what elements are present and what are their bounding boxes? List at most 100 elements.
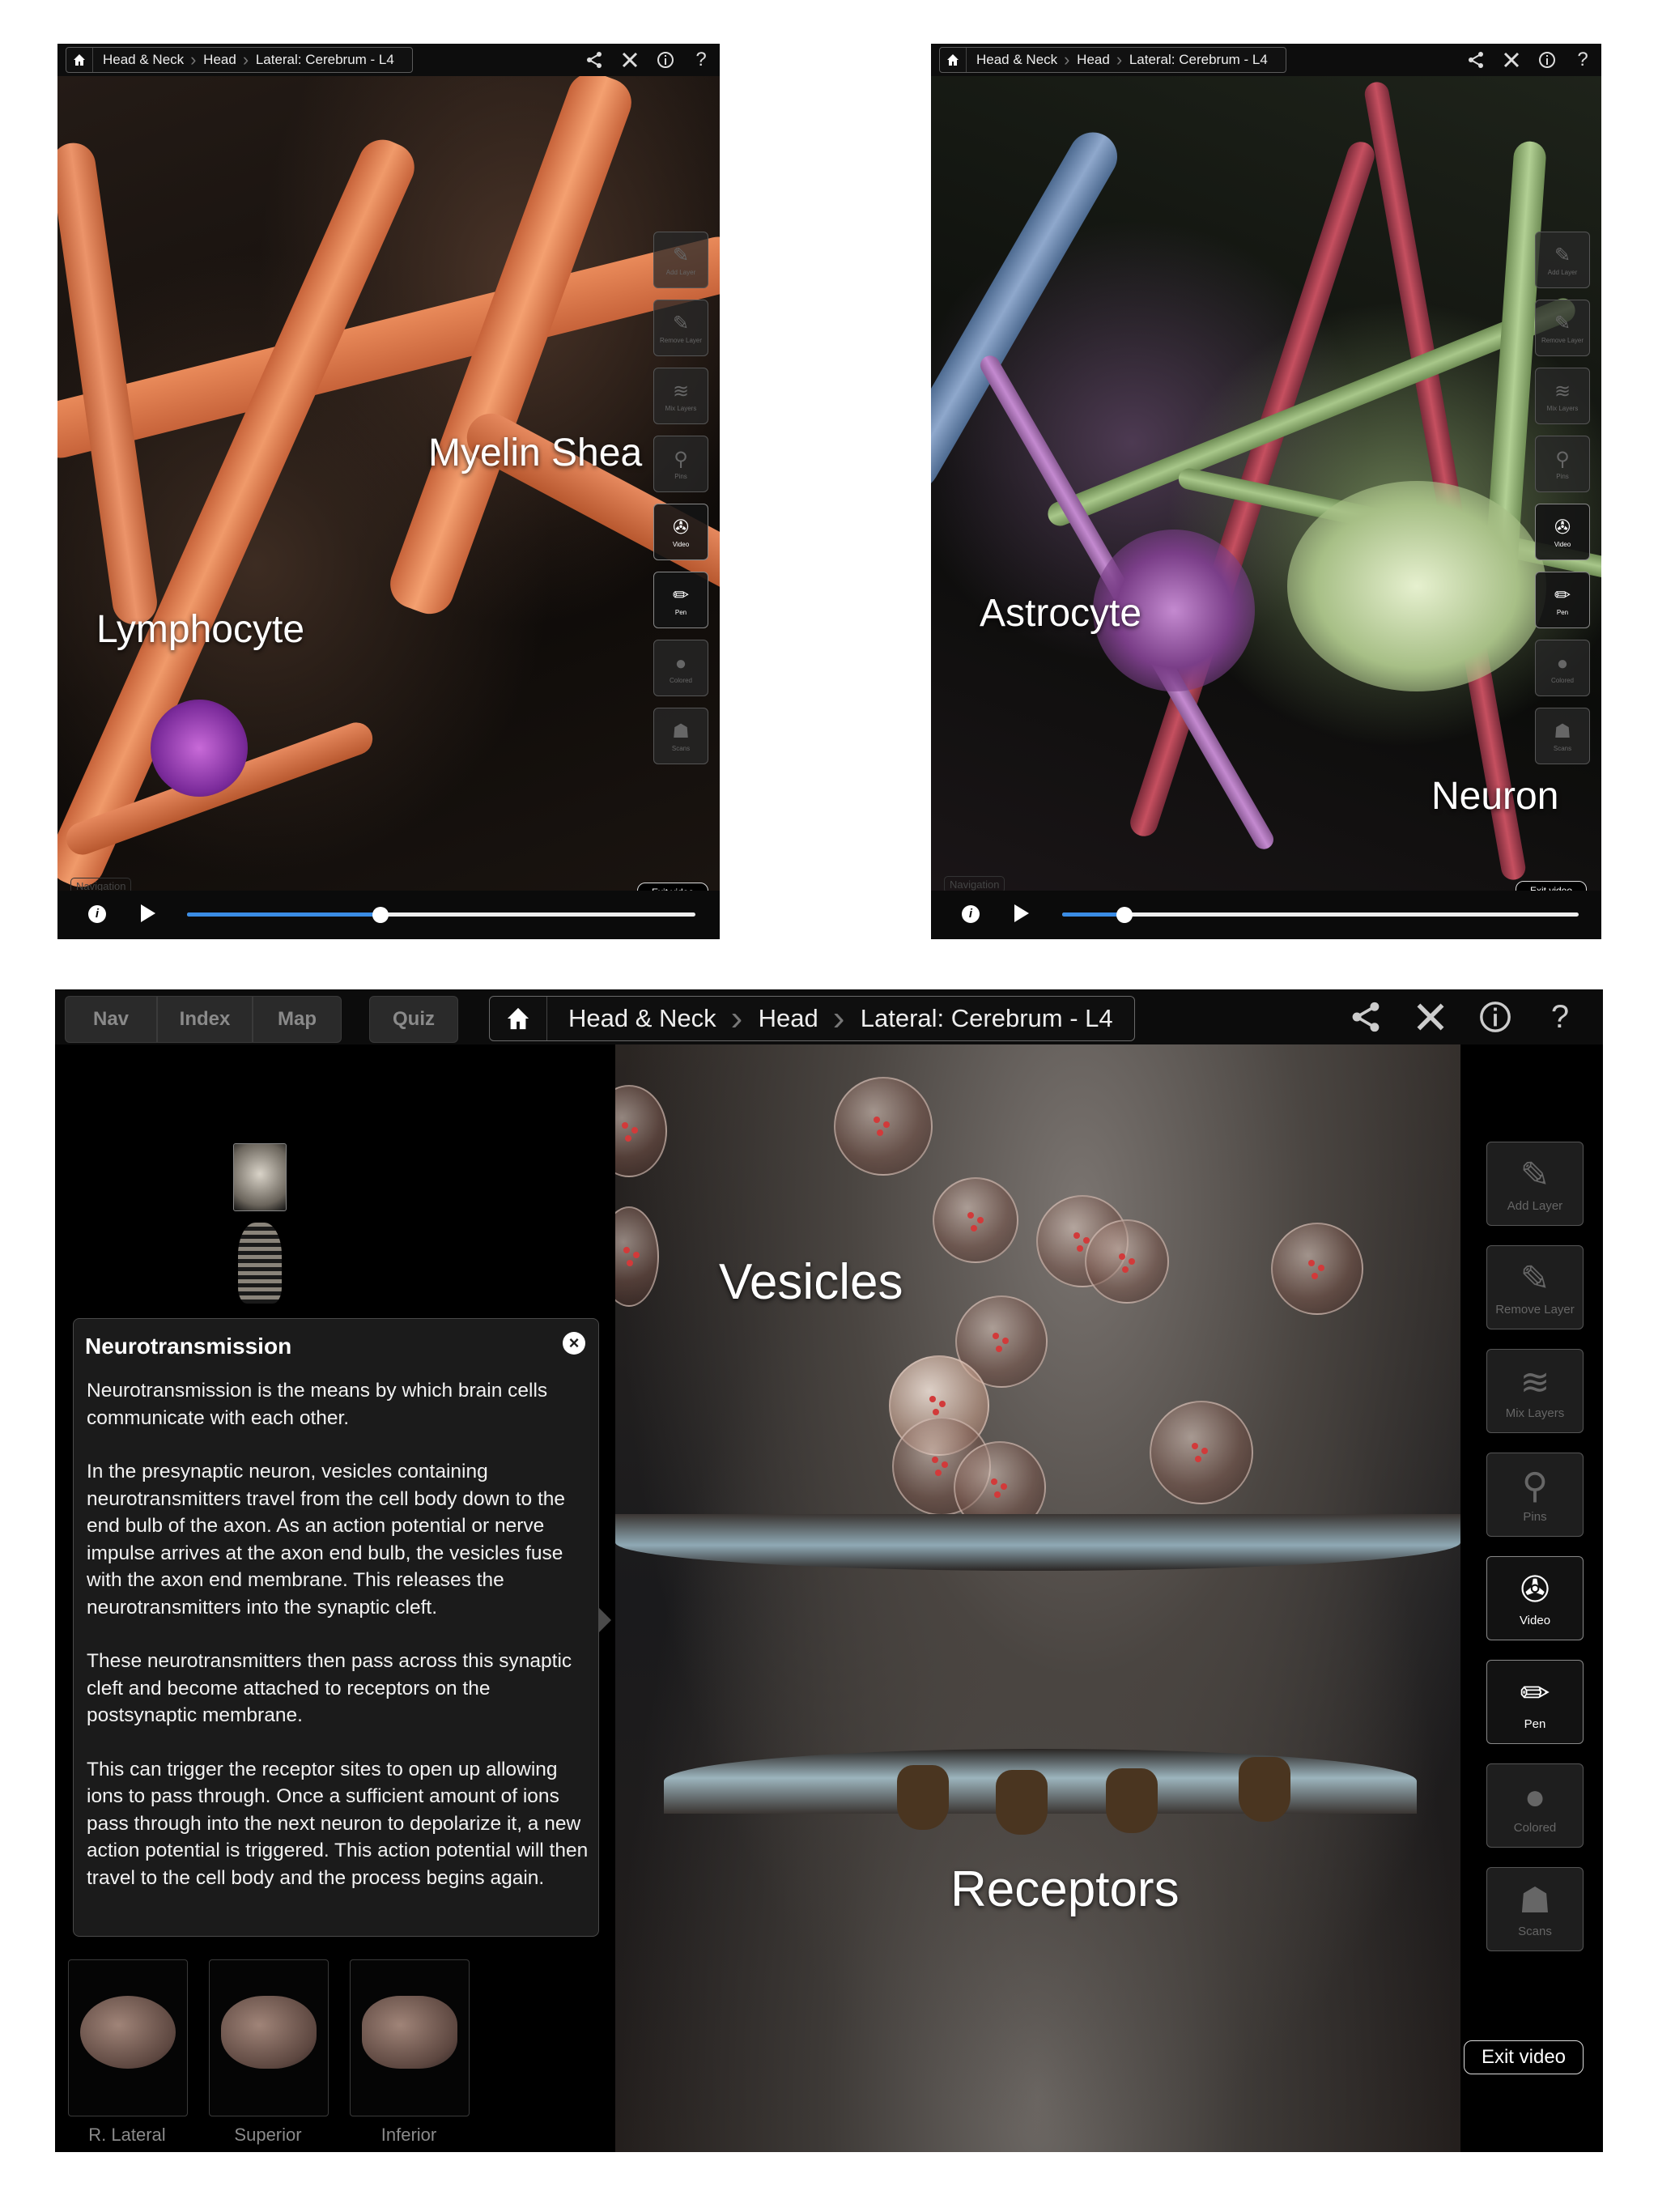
help-icon[interactable]: ? <box>1577 49 1588 70</box>
video-button[interactable]: ✇Video <box>1486 1556 1584 1640</box>
add-layer-button[interactable]: ✎Add Layer <box>653 232 708 288</box>
play-icon[interactable] <box>141 904 155 922</box>
add-layer-button[interactable]: ✎Add Layer <box>1486 1142 1584 1226</box>
help-icon[interactable]: ? <box>695 49 707 70</box>
pen-button[interactable]: ✏Pen <box>653 572 708 628</box>
tool-label: Scans <box>1518 1925 1552 1938</box>
pins-button[interactable]: ⚲ Pins <box>1535 436 1590 492</box>
screenshot-astrocyte: Head & Neck Head Lateral: Cerebrum - L4 … <box>931 44 1601 939</box>
thumbnail-inferior[interactable] <box>350 1959 470 2116</box>
film-reel-icon: ✇ <box>672 517 690 538</box>
info-icon[interactable]: i <box>88 905 106 923</box>
home-icon[interactable] <box>66 48 93 72</box>
remove-layer-icon: ✎ <box>1520 1259 1550 1299</box>
mix-layers-button[interactable]: ≋Mix Layers <box>653 368 708 424</box>
layers-icon: ≋ <box>672 381 690 402</box>
home-icon[interactable] <box>490 997 547 1040</box>
share-icon[interactable] <box>584 49 605 70</box>
share-icon[interactable] <box>1465 49 1486 70</box>
pen-button[interactable]: ✏Pen <box>1486 1660 1584 1744</box>
share-icon[interactable] <box>1347 998 1384 1036</box>
breadcrumb-item[interactable]: Head <box>731 997 840 1040</box>
colored-button[interactable]: ● Colored <box>1486 1763 1584 1848</box>
video-button[interactable]: ✇Video <box>653 504 708 560</box>
colored-icon: ● <box>674 652 687 674</box>
tool-label: Pen <box>1524 1717 1546 1731</box>
mix-layers-button[interactable]: ≋Mix Layers <box>1535 368 1590 424</box>
video-scrubber[interactable] <box>1062 907 1579 923</box>
remove-layer-icon: ✎ <box>1554 313 1571 334</box>
tool-label: Scans <box>1553 745 1572 752</box>
neuron-scene <box>931 76 1601 891</box>
remove-layer-button[interactable]: ✎Remove Layer <box>653 300 708 356</box>
scrubber-knob[interactable] <box>1116 907 1133 923</box>
video-scrubber[interactable] <box>187 907 695 923</box>
breadcrumb-item[interactable]: Head & Neck <box>976 52 1058 67</box>
scans-button[interactable]: ☗Scans <box>653 708 708 764</box>
tool-label: Add Layer <box>665 269 696 276</box>
label-vesicles: Vesicles <box>719 1254 903 1310</box>
popup-paragraph: In the presynaptic neuron, vesicles cont… <box>87 1461 566 1619</box>
exit-video-button[interactable]: Exit video <box>1464 2040 1584 2074</box>
tool-label: Pins <box>1556 473 1569 480</box>
tools-icon[interactable] <box>1412 998 1449 1036</box>
home-icon[interactable] <box>940 48 967 72</box>
colored-icon: ● <box>1524 1776 1546 1817</box>
nav-segmented-control: Nav Index Map <box>65 996 342 1043</box>
remove-layer-button[interactable]: ✎Remove Layer <box>1535 300 1590 356</box>
breadcrumb-item[interactable]: Head <box>190 48 246 72</box>
pen-icon: ✏ <box>1554 585 1571 606</box>
skull-view-thumbnail[interactable] <box>233 1143 287 1211</box>
breadcrumb-item[interactable]: Lateral: Cerebrum - L4 <box>833 997 1134 1040</box>
breadcrumb-item[interactable]: Lateral: Cerebrum - L4 <box>243 48 404 72</box>
tool-label: Pins <box>674 473 687 480</box>
play-icon[interactable] <box>1014 904 1029 922</box>
info-icon[interactable]: i <box>962 905 980 923</box>
info-icon[interactable] <box>1537 49 1558 70</box>
thumbnail-r-lateral[interactable] <box>68 1959 188 2116</box>
pen-button[interactable]: ✏Pen <box>1535 572 1590 628</box>
neurotransmission-popup: Neurotransmission × Neurotransmission is… <box>73 1318 611 1937</box>
tools-icon[interactable] <box>619 49 640 70</box>
popup-paragraph: These neurotransmitters then pass across… <box>87 1650 572 1726</box>
film-reel-icon: ✇ <box>1554 517 1571 538</box>
info-icon[interactable] <box>655 49 676 70</box>
scrubber-knob[interactable] <box>372 907 389 923</box>
pin-icon: ⚲ <box>1555 449 1570 470</box>
breadcrumb: Head & Neck Head Lateral: Cerebrum - L4 <box>939 47 1286 73</box>
presynaptic-membrane <box>615 1514 1460 1571</box>
tool-label: Video <box>1519 1614 1551 1627</box>
screenshot-myelin: Head & Neck Head Lateral: Cerebrum - L4 … <box>57 44 720 939</box>
add-layer-button[interactable]: ✎Add Layer <box>1535 232 1590 288</box>
remove-layer-button[interactable]: ✎Remove Layer <box>1486 1245 1584 1329</box>
breadcrumb-item[interactable]: Lateral: Cerebrum - L4 <box>1116 48 1278 72</box>
tool-rail: ✎Add Layer ✎Remove Layer ≋Mix Layers ⚲ Pins ✇… <box>1535 232 1590 764</box>
video-button[interactable]: ✇Video <box>1535 504 1590 560</box>
tab-map[interactable]: Map <box>253 996 342 1043</box>
label-astrocyte: Astrocyte <box>980 592 1142 635</box>
scans-button[interactable]: ☗Scans <box>1535 708 1590 764</box>
scans-button[interactable]: ☗Scans <box>1486 1867 1584 1951</box>
skeleton-figure[interactable] <box>238 1223 282 1304</box>
video-controls: i <box>931 891 1601 939</box>
breadcrumb-item[interactable]: Head <box>1064 48 1120 72</box>
breadcrumb-item[interactable]: Head & Neck <box>103 52 185 67</box>
pins-button[interactable]: ⚲Pins <box>653 436 708 492</box>
colored-button[interactable]: ●Colored <box>1535 640 1590 696</box>
colored-button[interactable]: ● Colored <box>653 640 708 696</box>
info-icon[interactable] <box>1477 998 1514 1036</box>
thumbnail-superior[interactable] <box>209 1959 329 2116</box>
mix-layers-button[interactable]: ≋Mix Layers <box>1486 1349 1584 1433</box>
tab-nav[interactable]: Nav <box>65 996 157 1043</box>
quiz-button[interactable]: Quiz <box>369 996 458 1043</box>
tool-label: Scans <box>671 745 691 752</box>
pins-button[interactable]: ⚲Pins <box>1486 1453 1584 1537</box>
popup-paragraph: Neurotransmission is the means by which … <box>87 1380 548 1429</box>
breadcrumb-item[interactable]: Head & Neck <box>568 1004 716 1032</box>
tab-index[interactable]: Index <box>157 996 253 1043</box>
close-icon[interactable]: × <box>563 1332 585 1355</box>
help-icon[interactable]: ? <box>1550 998 1570 1035</box>
tool-label: Colored <box>1513 1820 1557 1835</box>
tool-label: Colored <box>669 676 692 684</box>
tools-icon[interactable] <box>1501 49 1522 70</box>
